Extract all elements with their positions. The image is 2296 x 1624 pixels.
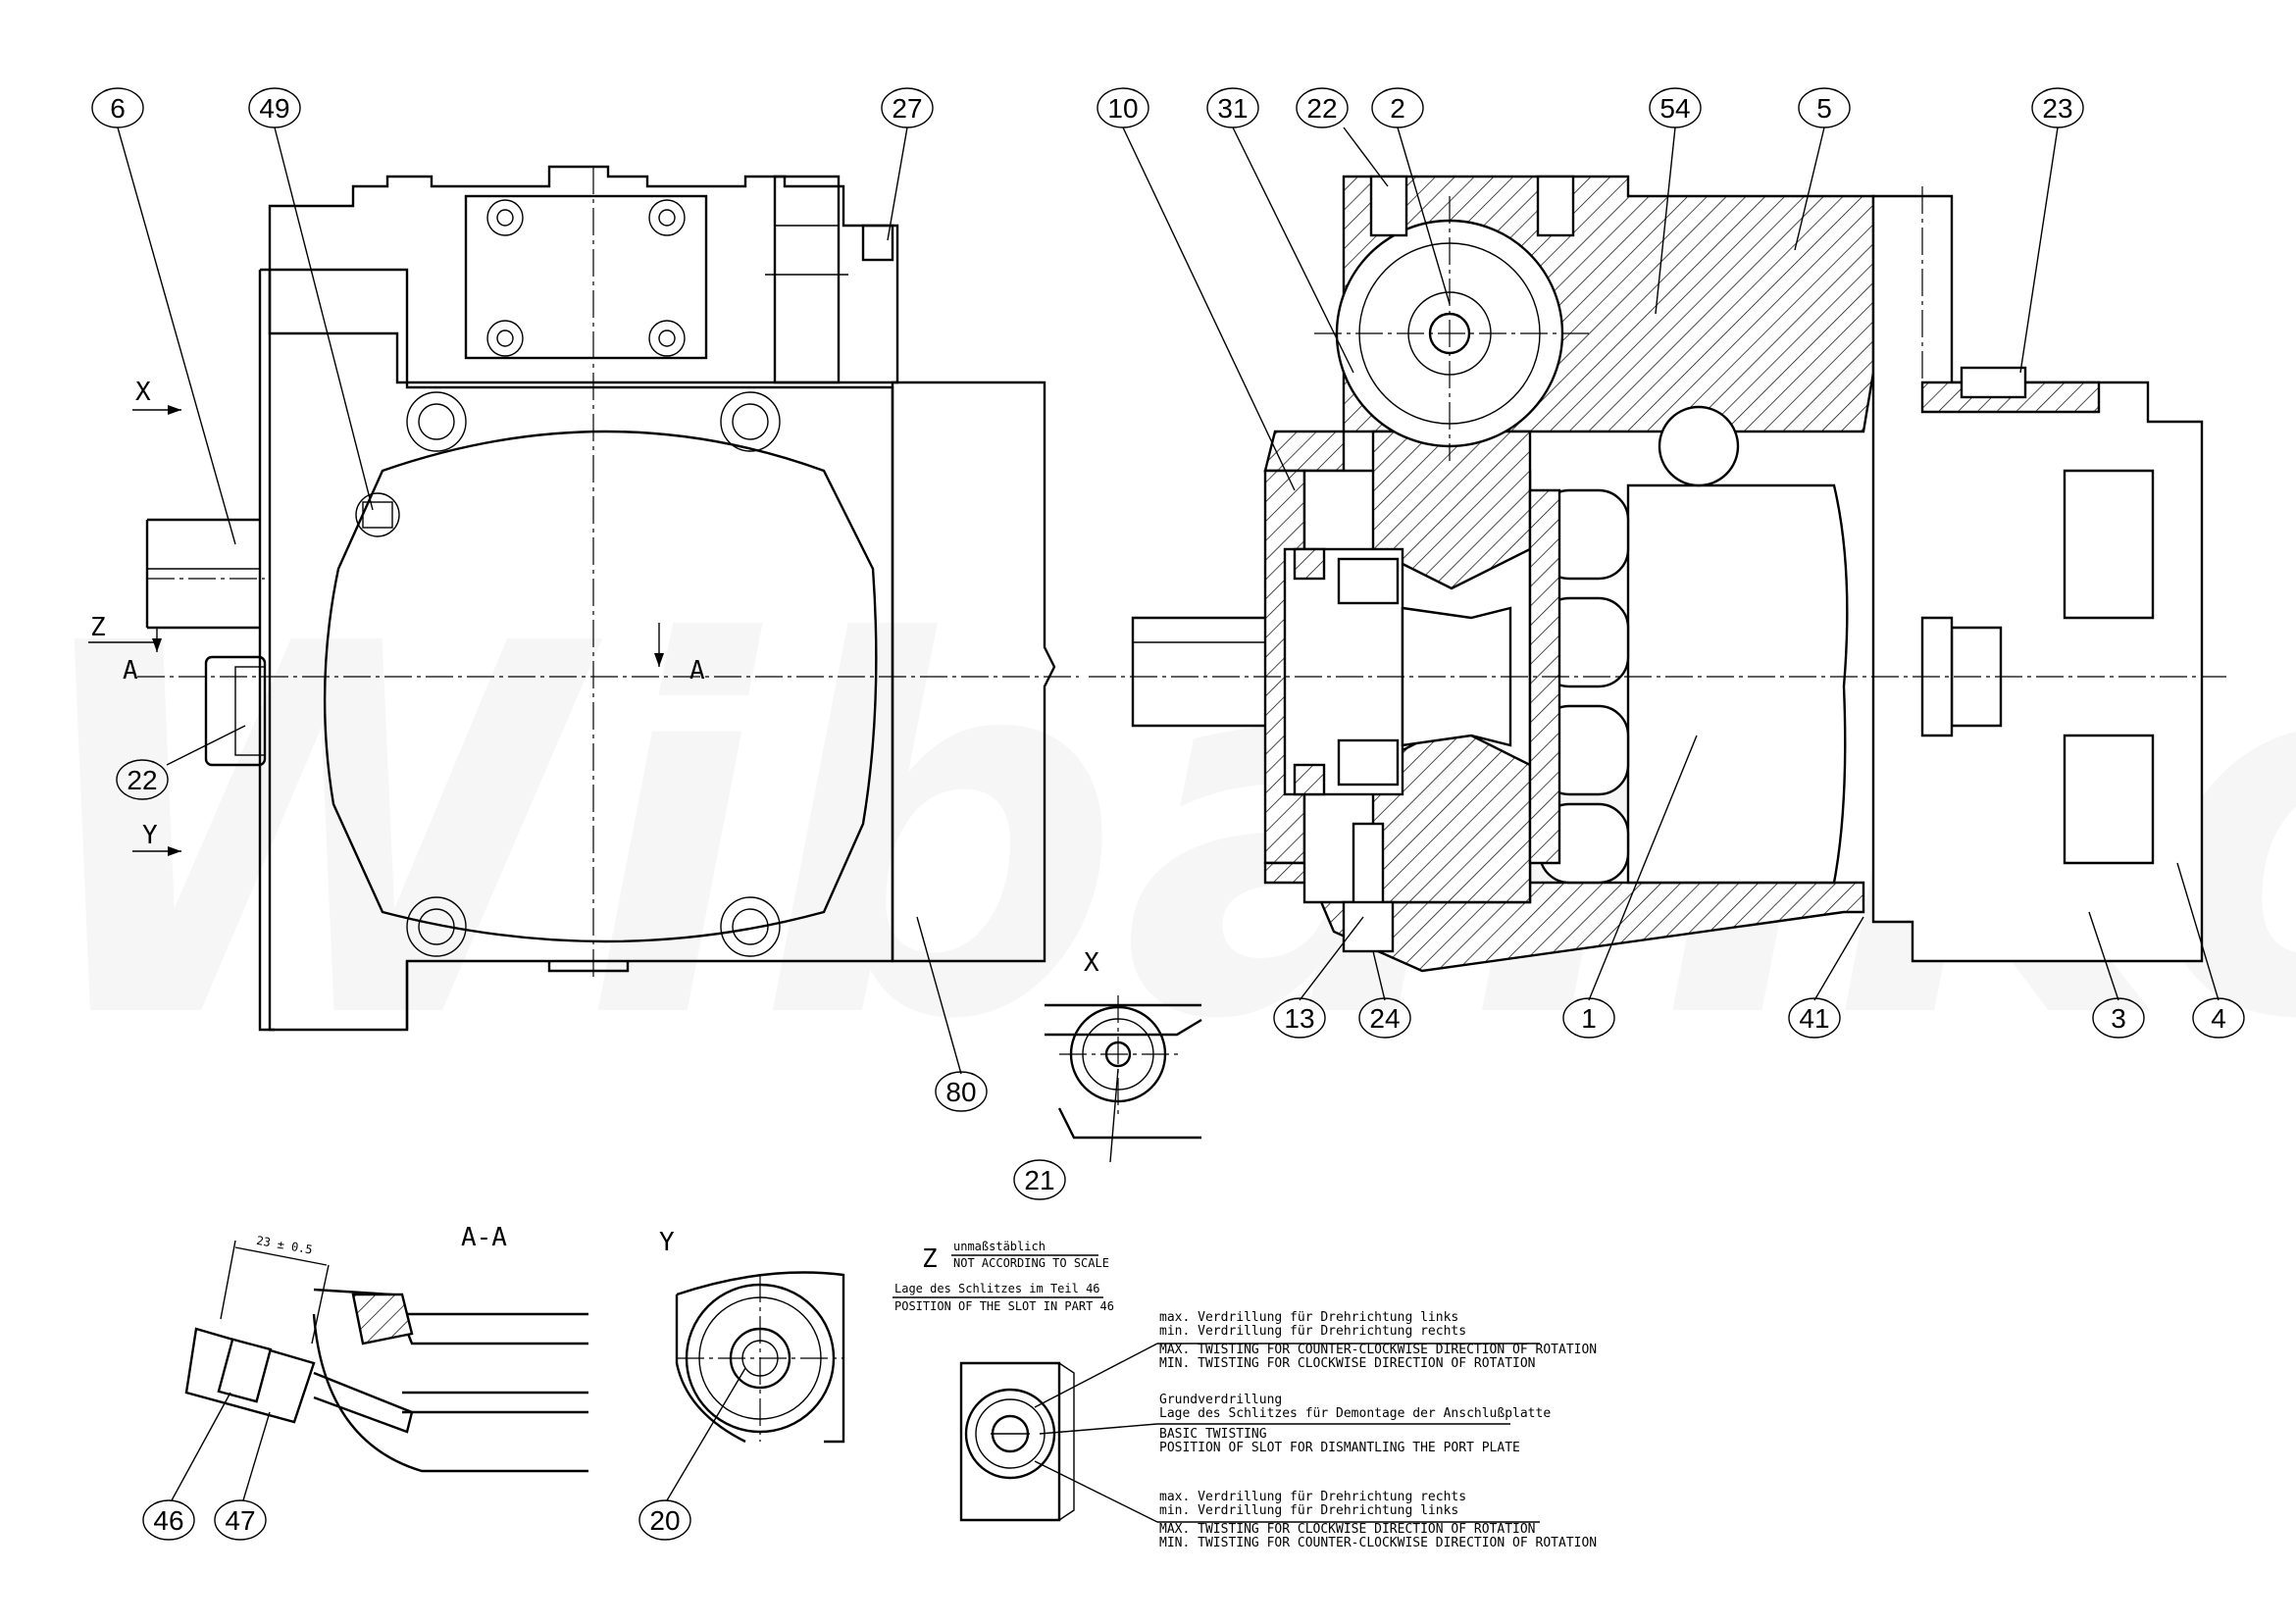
svg-text:1: 1 [1581, 1003, 1597, 1034]
svg-text:49: 49 [259, 93, 289, 124]
svg-text:47: 47 [225, 1505, 255, 1536]
svg-text:2: 2 [1390, 93, 1405, 124]
callout-13: 13 [1273, 997, 1326, 1039]
svg-text:5: 5 [1816, 93, 1832, 124]
twist-bot-1: max. Verdrillung für Drehrichtung rechts [1159, 1490, 1466, 1504]
right-section-view [1089, 175, 2226, 973]
callouts: 6 49 27 10 31 22 2 54 5 23 22 80 21 13 2… [91, 87, 2245, 1541]
callout-22-top: 22 [1296, 87, 1349, 128]
svg-text:10: 10 [1107, 93, 1138, 124]
svg-text:80: 80 [945, 1077, 976, 1107]
svg-text:13: 13 [1284, 1003, 1314, 1034]
twist-mid-2: Lage des Schlitzes für Demontage der Ans… [1159, 1406, 1551, 1421]
detail-view-x: X [1045, 948, 1202, 1140]
twist-top-3: MAX. TWISTING FOR COUNTER-CLOCKWISE DIRE… [1159, 1343, 1597, 1357]
callout-3: 3 [2092, 997, 2145, 1039]
mounting-plate [464, 194, 708, 360]
callout-20: 20 [638, 1499, 691, 1541]
section-aa: 23 ± 0.5 A-A [184, 1223, 588, 1473]
z-note-de: unmaßstäblich [953, 1240, 1046, 1253]
section-aa-title: A-A [461, 1223, 507, 1252]
section-arrows [88, 405, 664, 856]
detail-view-y: Y [659, 1228, 845, 1444]
callout-47: 47 [214, 1499, 267, 1541]
twist-mid-4: POSITION OF SLOT FOR DISMANTLING THE POR… [1159, 1441, 1520, 1455]
svg-text:54: 54 [1659, 93, 1690, 124]
section-a-left: A [123, 656, 138, 685]
view-arrow-y: Y [142, 821, 158, 850]
callout-49: 49 [248, 87, 301, 128]
twist-bot-4: MIN. TWISTING FOR COUNTER-CLOCKWISE DIRE… [1159, 1536, 1597, 1550]
svg-text:22: 22 [1306, 93, 1337, 124]
callout-24: 24 [1358, 997, 1411, 1039]
twist-bot-2: min. Verdrillung für Drehrichtung links [1159, 1503, 1458, 1518]
view-y-title: Y [659, 1228, 675, 1257]
svg-text:27: 27 [892, 93, 922, 124]
svg-text:41: 41 [1799, 1003, 1829, 1034]
twist-top-2: min. Verdrillung für Drehrichtung rechts [1159, 1324, 1466, 1339]
slot-note-en: POSITION OF THE SLOT IN PART 46 [894, 1299, 1114, 1313]
twist-mid-1: Grundverdrillung [1159, 1393, 1282, 1407]
callout-23: 23 [2031, 87, 2084, 128]
svg-text:3: 3 [2111, 1003, 2126, 1034]
view-arrow-x: X [135, 378, 151, 407]
detail-view-z: Z unmaßstäblich NOT ACCORDING TO SCALE L… [893, 1240, 1597, 1550]
callout-6: 6 [91, 87, 144, 128]
callout-10: 10 [1097, 87, 1149, 128]
svg-text:20: 20 [649, 1505, 680, 1536]
svg-text:4: 4 [2211, 1003, 2226, 1034]
svg-text:22: 22 [127, 765, 157, 795]
callout-41: 41 [1788, 997, 1841, 1039]
callout-2: 2 [1371, 87, 1424, 128]
callout-54: 54 [1649, 87, 1702, 128]
cylinder-block [1626, 483, 1849, 885]
callout-80: 80 [935, 1071, 988, 1112]
z-note-en: NOT ACCORDING TO SCALE [953, 1256, 1109, 1270]
callout-22-left: 22 [116, 759, 169, 800]
view-z-title: Z [922, 1244, 938, 1274]
callout-4: 4 [2192, 997, 2245, 1039]
callout-31: 31 [1206, 87, 1259, 128]
svg-text:21: 21 [1024, 1165, 1054, 1195]
twist-bot-3: MAX. TWISTING FOR CLOCKWISE DIRECTION OF… [1159, 1522, 1536, 1537]
twist-mid-3: BASIC TWISTING [1159, 1427, 1267, 1442]
twist-top-4: MIN. TWISTING FOR CLOCKWISE DIRECTION OF… [1159, 1356, 1536, 1371]
callout-21: 21 [1013, 1159, 1066, 1200]
svg-text:6: 6 [110, 93, 126, 124]
callout-46: 46 [142, 1499, 195, 1541]
svg-text:23: 23 [2042, 93, 2072, 124]
view-x-title: X [1084, 948, 1099, 978]
slot-note-de: Lage des Schlitzes im Teil 46 [894, 1282, 1100, 1295]
callout-leaders [117, 127, 2219, 1501]
svg-text:46: 46 [153, 1505, 183, 1536]
callout-1: 1 [1562, 997, 1615, 1039]
end-cover [323, 430, 878, 943]
twist-top-1: max. Verdrillung für Drehrichtung links [1159, 1310, 1458, 1325]
view-arrow-z: Z [90, 613, 106, 642]
svg-text:31: 31 [1217, 93, 1248, 124]
svg-text:24: 24 [1369, 1003, 1400, 1034]
section-a-right: A [689, 656, 705, 685]
left-view: X Y Z A A [88, 165, 1079, 1032]
callout-27: 27 [881, 87, 934, 128]
callout-5: 5 [1798, 87, 1851, 128]
